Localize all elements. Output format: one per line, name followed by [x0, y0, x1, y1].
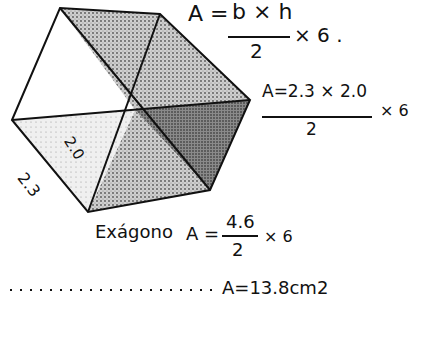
hexagon-diagonals [12, 8, 250, 212]
formula-text: 2 [306, 120, 317, 139]
fraction-bar [222, 37, 372, 236]
formula-text: 2 [232, 240, 243, 260]
formula-text: × 6 [264, 228, 293, 246]
formula-text: A = [186, 224, 219, 244]
formula-text: A = [188, 2, 228, 26]
hexagon-outline [12, 8, 250, 212]
formula-text: b × h [232, 0, 292, 24]
dotted-line [10, 289, 212, 291]
formula-text: A=2.3 × 2.0 [262, 82, 367, 101]
shape-name: Exágono [95, 222, 173, 242]
formula-text: 4.6 [226, 212, 255, 232]
triangle [135, 14, 250, 110]
triangle [12, 110, 135, 212]
formula-text: × 6 [380, 102, 409, 120]
result-text: A=13.8cm2 [222, 278, 328, 298]
dimension-label: 2.3 [14, 169, 44, 200]
formula-text: × 6 . [294, 24, 343, 46]
formula-text: 2 [250, 40, 263, 62]
